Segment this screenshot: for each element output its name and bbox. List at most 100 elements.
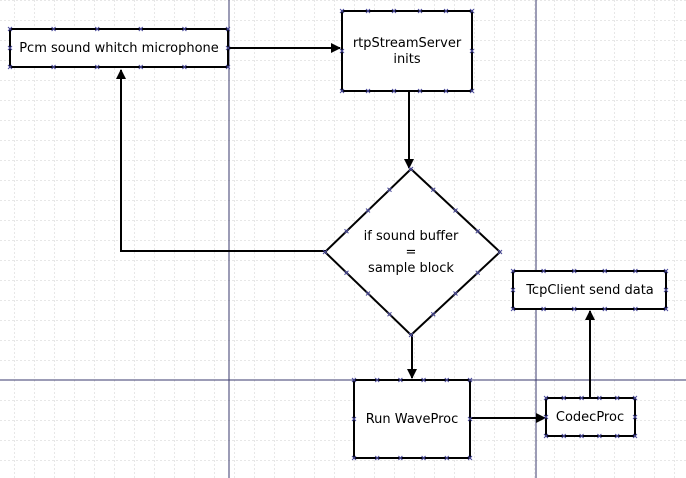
node-tcp-label: TcpClient send data <box>525 283 654 298</box>
connection-handle-icon <box>387 187 392 193</box>
connection-handle-icon <box>543 395 549 401</box>
connection-handle-icon <box>417 8 423 14</box>
connection-handle-icon <box>365 291 371 296</box>
connection-handle-icon <box>497 249 503 255</box>
node-rtp-box <box>341 10 473 92</box>
connection-handle-icon <box>417 88 423 94</box>
connection-handle-icon <box>632 395 638 401</box>
connectors <box>116 43 595 423</box>
connection-handle-icon <box>453 208 458 213</box>
node-tcp[interactable]: TcpClient send data <box>512 270 667 310</box>
connection-handle-icon <box>602 268 608 274</box>
connection-handle-icon <box>94 26 100 32</box>
connection-handle-icon <box>579 395 584 401</box>
connection-handle-icon <box>663 306 669 312</box>
connection-handle-icon <box>391 8 397 14</box>
node-pcm[interactable]: Pcm sound whitch microphone <box>9 28 229 68</box>
node-codec[interactable]: CodecProc <box>545 397 636 437</box>
connection-handle-icon <box>443 8 449 14</box>
node-tcp-box <box>512 270 667 310</box>
node-rtp[interactable]: rtpStreamServer inits <box>341 10 473 92</box>
connection-handle-icon <box>475 270 481 276</box>
connection-handle-icon <box>663 287 669 293</box>
node-rtp-label-line2: inits <box>393 52 421 67</box>
connection-handle-icon <box>541 306 546 312</box>
connection-handle-icon <box>467 377 473 383</box>
connection-handle-icon <box>339 8 345 14</box>
connection-handle-icon <box>225 64 231 70</box>
connection-handle-icon <box>561 395 567 401</box>
node-decision-label-line2: = <box>406 245 417 260</box>
connection-handle-icon <box>541 268 546 274</box>
connection-handle-icon <box>391 88 397 94</box>
connection-handle-icon <box>225 45 231 51</box>
connection-handle-icon <box>663 268 669 274</box>
node-decision-label-line1: if sound buffer <box>364 229 459 244</box>
connection-handle-icon <box>443 88 449 94</box>
connection-handle-icon <box>322 249 328 255</box>
connection-handle-icon <box>339 88 345 94</box>
connection-handle-icon <box>469 8 475 14</box>
connection-handle-icon <box>365 208 371 213</box>
connection-handle-icon <box>365 88 371 94</box>
node-wave[interactable]: Run WaveProc <box>353 379 471 459</box>
connection-handle-icon <box>632 433 638 439</box>
connection-handle-icon <box>7 64 13 70</box>
connection-handle-icon <box>51 64 56 70</box>
connection-handle-icon <box>408 166 414 172</box>
connection-handle-icon <box>430 311 436 317</box>
node-decision-label-line3: sample block <box>368 261 454 276</box>
connection-handle-icon <box>602 306 608 312</box>
node-wave-label: Run WaveProc <box>366 412 459 427</box>
connection-handle-icon <box>344 270 349 276</box>
connection-handle-icon <box>398 455 403 461</box>
connection-handle-icon <box>7 26 13 32</box>
connection-handle-icon <box>225 26 231 32</box>
connection-handle-icon <box>182 64 187 70</box>
connection-handle-icon <box>351 416 357 422</box>
edge-decision-to-pcm[interactable] <box>116 69 326 252</box>
connection-handle-icon <box>444 455 450 461</box>
node-pcm-box <box>9 28 229 68</box>
node-codec-label: CodecProc <box>556 410 624 425</box>
connection-handle-icon <box>633 268 638 274</box>
connection-handle-icon <box>387 311 392 317</box>
connection-handle-icon <box>510 268 516 274</box>
node-decision[interactable]: if sound buffer = sample block <box>323 167 502 337</box>
connection-handle-icon <box>351 377 357 383</box>
connection-handle-icon <box>632 414 638 420</box>
connection-handle-icon <box>51 26 56 32</box>
connection-handle-icon <box>467 455 473 461</box>
connection-handle-icon <box>408 332 414 338</box>
connection-handle-icon <box>467 416 473 422</box>
connection-handle-icon <box>374 377 380 383</box>
connection-handle-icon <box>597 395 602 401</box>
connection-handle-icon <box>421 377 426 383</box>
connection-handle-icon <box>571 306 577 312</box>
node-wave-box <box>353 379 471 459</box>
connection-handle-icon <box>138 64 144 70</box>
connection-handles <box>7 8 669 461</box>
connection-handle-icon <box>351 455 357 461</box>
connection-handle-icon <box>365 8 371 14</box>
connection-handle-icon <box>571 268 577 274</box>
connection-handle-icon <box>94 64 100 70</box>
connection-handle-icon <box>138 26 144 32</box>
connection-handle-icon <box>614 395 620 401</box>
connection-handle-icon <box>633 306 638 312</box>
connection-handle-icon <box>510 287 516 293</box>
connection-handle-icon <box>430 187 436 193</box>
connection-handle-icon <box>453 291 458 296</box>
connection-handle-icon <box>374 455 380 461</box>
node-pcm-label: Pcm sound whitch microphone <box>19 41 219 56</box>
connection-handle-icon <box>561 433 567 439</box>
connection-handle-icon <box>469 48 475 54</box>
connection-handle-icon <box>510 306 516 312</box>
connection-handle-icon <box>339 48 345 54</box>
node-rtp-label-line1: rtpStreamServer <box>353 36 462 51</box>
connection-handle-icon <box>475 228 481 234</box>
connection-handle-icon <box>614 433 620 439</box>
connection-handle-icon <box>344 228 349 234</box>
connection-handle-icon <box>421 455 426 461</box>
